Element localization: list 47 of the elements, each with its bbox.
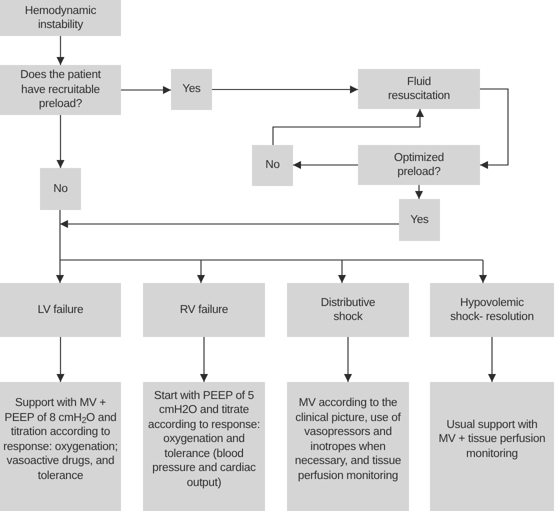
node-text: Yes	[182, 82, 201, 97]
arrow	[415, 185, 423, 199]
node-text: Yes	[410, 212, 429, 228]
category-box	[430, 283, 554, 337]
node-text: RV failure	[180, 302, 228, 318]
node-text: Support with MV + PEEP of 8 cmH$_{2}$O and titration according to response: oxygenation; vasoactive drugs, and tolerance	[3, 396, 118, 483]
arrow	[212, 86, 358, 94]
arrow	[56, 115, 64, 168]
choice-box	[399, 199, 440, 241]
arrow	[197, 260, 205, 283]
category-box	[0, 283, 121, 337]
node-text: No	[53, 182, 68, 196]
decision-box	[358, 145, 480, 185]
node-text: Distributive shock	[320, 296, 376, 324]
category-box	[143, 283, 265, 337]
node-text: Fluid resuscitation	[387, 74, 451, 104]
choice-box	[40, 168, 81, 210]
arrow	[344, 337, 352, 382]
arrow	[121, 86, 171, 94]
choice-box	[171, 69, 212, 110]
arrow	[480, 88, 509, 169]
description-box	[430, 382, 554, 511]
node-text: Start with PEEP of 5 cmH2O and titrate according to response: oxygenation and tolerance (blood pressure and cardiac output)	[147, 388, 261, 490]
category-box	[287, 283, 409, 337]
process-box	[358, 69, 480, 109]
node-text: MV according to the clinical picture, use of vasopressors and inotropes when necessary, and tissue perfusion monitoring	[294, 396, 402, 483]
description-box	[143, 382, 265, 511]
node-text: Optimized preload?	[393, 150, 445, 180]
arrow	[488, 337, 496, 382]
arrow	[56, 36, 64, 65]
arrow	[293, 161, 358, 169]
arrow	[272, 109, 424, 145]
node-text: No	[265, 158, 280, 173]
description-box	[0, 382, 121, 511]
node-text: LV failure	[38, 302, 84, 318]
node-text: Hypovolemic shock- resolution	[449, 296, 535, 324]
arrow	[338, 260, 346, 283]
node-text: Hemodynamic instability	[24, 4, 98, 32]
choice-box	[252, 145, 293, 186]
arrow	[56, 337, 64, 382]
description-box	[287, 382, 409, 511]
arrow	[200, 337, 208, 382]
arrow	[479, 260, 487, 283]
node-text: Usual support with MV + tissue perfusion monitoring	[438, 418, 546, 462]
start-box	[0, 0, 121, 36]
decision-box	[0, 65, 121, 115]
node-text: Does the patient have recruitable preload?	[19, 68, 102, 112]
